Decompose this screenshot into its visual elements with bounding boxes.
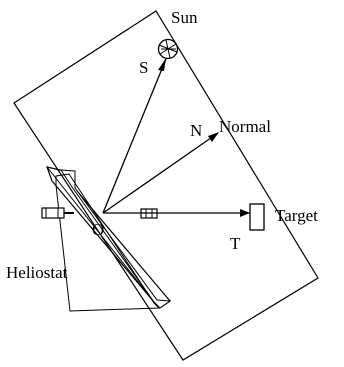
point-o-label: O [92, 220, 104, 239]
target-ray-arrowhead [240, 209, 250, 217]
point-s-label: S [139, 58, 148, 77]
heliostat-label: Heliostat [6, 263, 68, 282]
normal-ray [102, 132, 219, 214]
target-box [249, 203, 265, 231]
incidence-plane [13, 10, 319, 361]
sun-label: Sun [171, 8, 198, 27]
heliostat-mirror [46, 166, 172, 312]
point-n-label: N [190, 121, 202, 140]
sun-ray [102, 58, 167, 214]
sun-icon [157, 38, 179, 60]
target-label: Target [275, 206, 318, 225]
point-t-label: T [230, 234, 241, 253]
left-mount [41, 207, 74, 219]
normal-ray-arrowhead [208, 132, 219, 142]
normal-label: Normal [219, 117, 271, 136]
sun-ray-arrowhead [158, 58, 166, 71]
